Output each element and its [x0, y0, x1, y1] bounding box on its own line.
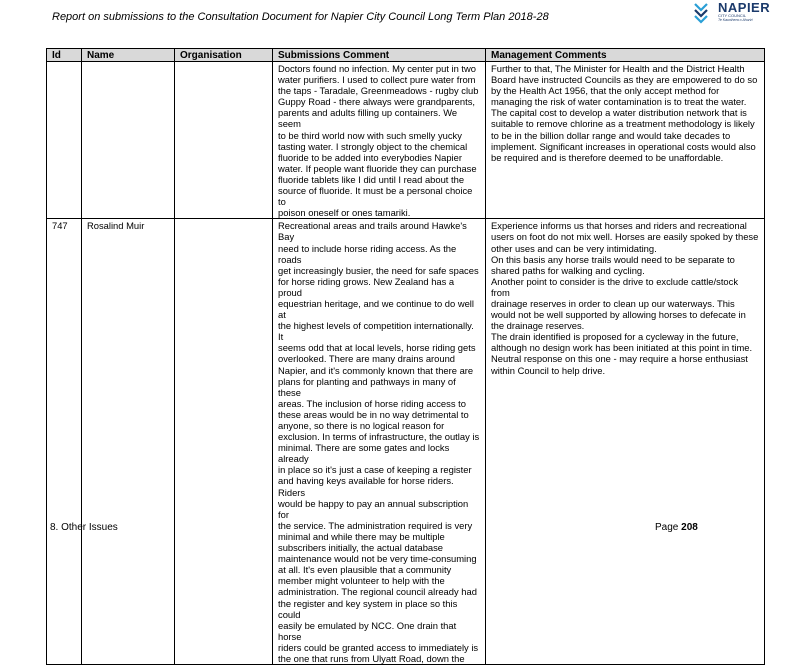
cell-name: Rosalind Muir: [81, 218, 175, 665]
cell-management-comment: Experience informs us that horses and ri…: [485, 218, 765, 665]
column-header-id: Id: [46, 48, 82, 62]
logo-subtitle: CITY COUNCIL: [718, 13, 747, 18]
column-header-name: Name: [81, 48, 175, 62]
table-header-row: Id Name Organisation Submissions Comment…: [46, 48, 765, 62]
cell-id: 747: [46, 218, 82, 665]
table-row: 747 Rosalind Muir Recreational areas and…: [46, 218, 765, 665]
column-header-organisation: Organisation: [174, 48, 273, 62]
cell-organisation: [174, 60, 273, 220]
footer-section: 8. Other Issues: [50, 522, 118, 533]
footer-page: Page 208: [655, 522, 698, 533]
cell-submission-comment: Doctors found no infection. My center pu…: [272, 60, 486, 220]
cell-management-comment: Further to that, The Minister for Health…: [485, 60, 765, 220]
page-label: Page: [655, 522, 682, 533]
cell-name: [81, 60, 175, 220]
logo-maori-name: Te Kaunihera o Ahuriri: [718, 18, 753, 22]
column-header-submissions-comment: Submissions Comment: [272, 48, 486, 62]
page-number: 208: [681, 522, 698, 533]
submissions-table: Id Name Organisation Submissions Comment…: [46, 48, 765, 665]
cell-organisation: [174, 218, 273, 665]
column-header-management-comments: Management Comments: [485, 48, 765, 62]
logo-name: NAPIER: [718, 0, 771, 15]
cell-submission-comment: Recreational areas and trails around Haw…: [272, 218, 486, 665]
cell-id: [46, 60, 82, 220]
table-row: Doctors found no infection. My center pu…: [46, 60, 765, 220]
napier-logo-icon: [694, 3, 708, 24]
report-title: Report on submissions to the Consultatio…: [52, 11, 549, 23]
